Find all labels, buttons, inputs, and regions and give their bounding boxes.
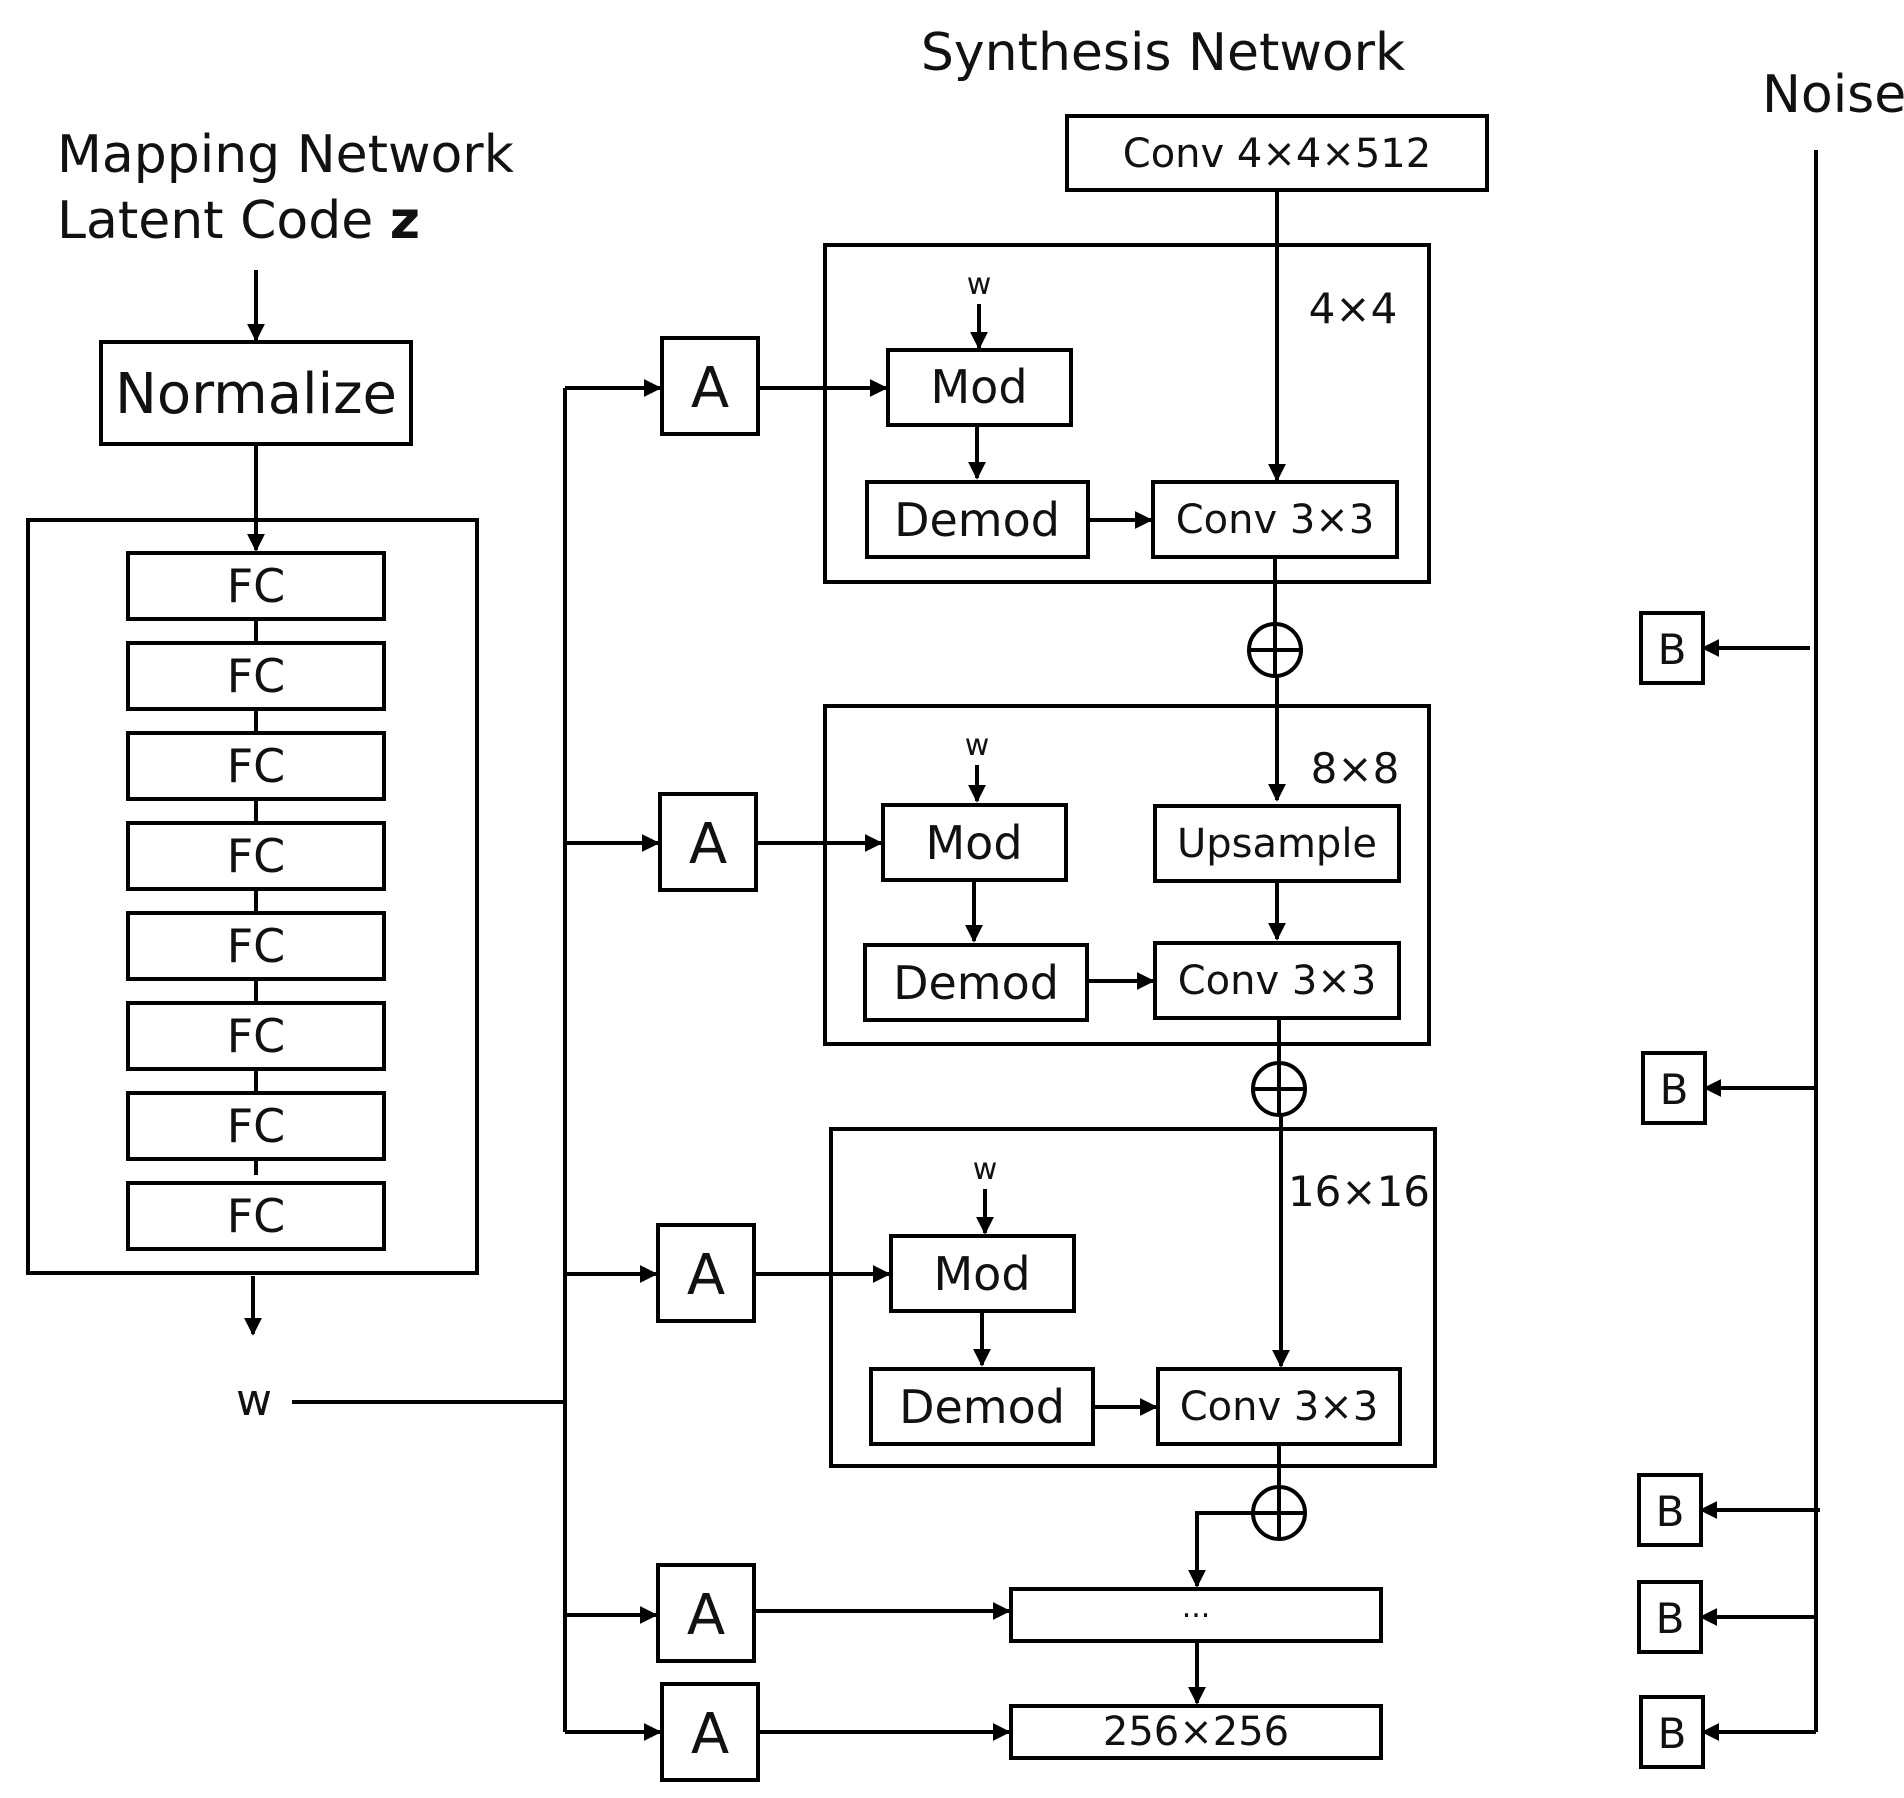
block-resolution: 4×4 [1309,284,1398,333]
synthesis-block-8x8: 8×8 w Mod Demod Upsample Conv 3×3 [756,704,1431,1046]
mapping-mlp-frame [26,518,479,1275]
synthesis-block-4x4: 4×4 w Mod Demod Conv 3×3 [758,243,1431,584]
synthesis-block-16x16: 16×16 w Mod Demod Conv 3×3 [754,1127,1437,1468]
block-resolution: 8×8 [1311,744,1400,793]
noise-inputs: B B B B B [1637,150,1820,1769]
block-resolution: 16×16 [1288,1167,1430,1216]
demod-label: Demod [899,1380,1065,1434]
fc-layer-label: FC [227,829,286,883]
synthesis-network: Conv 4×4×512 4×4 w Mod Demod Conv 3×3 [754,114,1489,1760]
noise-title: Noise [1762,65,1904,125]
fc-layer-box [126,911,386,981]
fc-layer-box [126,551,386,621]
noise-b-box-3 [1637,1473,1703,1547]
style-w-label: w [965,728,990,763]
noise-add-node-1 [1247,622,1303,678]
affine-a-box-intermediate [656,1563,756,1663]
synthesis-network-title: Synthesis Network [921,23,1405,83]
fc-layer-label: FC [227,1099,286,1153]
demod-box [863,943,1089,1022]
mod-box [886,348,1073,427]
conv-box [1151,480,1399,559]
latent-code-title: Latent Code z [57,191,420,251]
noise-b-label: B [1658,1709,1687,1758]
affine-a-box-256x256 [660,1682,760,1782]
fc-layer-box [126,1001,386,1071]
style-w-label: w [973,1152,998,1187]
affine-a-box-4x4 [660,336,760,436]
noise-add-node-3 [1251,1485,1307,1541]
intermediate-blocks-label: ... [1182,1590,1211,1625]
output-256-box [1009,1704,1383,1760]
fc-layer-label: FC [227,1009,286,1063]
const-input-label: Conv 4×4×512 [1123,131,1431,177]
noise-b-label: B [1656,1594,1685,1643]
fc-layer-box [126,641,386,711]
demod-label: Demod [894,493,1060,547]
conv-label: Conv 3×3 [1178,958,1377,1004]
intermediate-blocks-box [1009,1587,1383,1643]
fc-layer-label: FC [227,1189,286,1243]
mapping-output-w: w [236,1375,272,1426]
mapping-network: Normalize FC FC FC FC FC FC FC FC w [26,270,479,1426]
latent-code-variable: z [390,191,420,251]
fc-layer-box [126,1181,386,1251]
const-input-box [1065,114,1489,192]
output-256-label: 256×256 [1103,1709,1289,1755]
block-frame [823,243,1431,584]
affine-a-label: A [689,812,727,877]
block-frame [823,704,1431,1046]
fc-layer-box [126,821,386,891]
mod-label: Mod [930,360,1027,414]
noise-b-label: B [1660,1065,1689,1114]
normalize-box [99,340,413,446]
conv-label: Conv 3×3 [1180,1384,1379,1430]
style-w-label: w [967,267,992,302]
normalize-label: Normalize [115,362,397,427]
noise-b-box-4 [1637,1580,1703,1654]
affine-a-label: A [691,1702,729,1767]
block-frame [829,1127,1437,1468]
noise-b-label: B [1658,625,1687,674]
noise-add-node-2 [1251,1061,1307,1117]
fc-layer-box [126,1091,386,1161]
affine-transforms: A A A A A [656,336,760,1782]
fc-layer-stack: FC FC FC FC FC FC FC FC [126,551,386,1251]
affine-a-label: A [687,1583,725,1648]
w-bus [292,379,662,1741]
noise-b-label: B [1656,1487,1685,1536]
demod-label: Demod [893,956,1059,1010]
upsample-label: Upsample [1177,821,1377,867]
fc-layer-box [126,731,386,801]
latent-code-label: Latent Code [57,191,390,251]
conv-label: Conv 3×3 [1176,497,1375,543]
mapping-network-title: Mapping Network [57,125,514,185]
noise-b-box-1 [1639,611,1705,685]
upsample-box [1153,804,1401,883]
noise-b-box-2 [1641,1051,1707,1125]
fc-layer-label: FC [227,739,286,793]
fc-layer-label: FC [227,919,286,973]
fc-layer-label: FC [227,559,286,613]
mod-label: Mod [933,1247,1030,1301]
fc-layer-label: FC [227,649,286,703]
mod-label: Mod [925,816,1022,870]
affine-a-label: A [687,1243,725,1308]
noise-b-box-5 [1639,1695,1705,1769]
affine-a-label: A [691,356,729,421]
